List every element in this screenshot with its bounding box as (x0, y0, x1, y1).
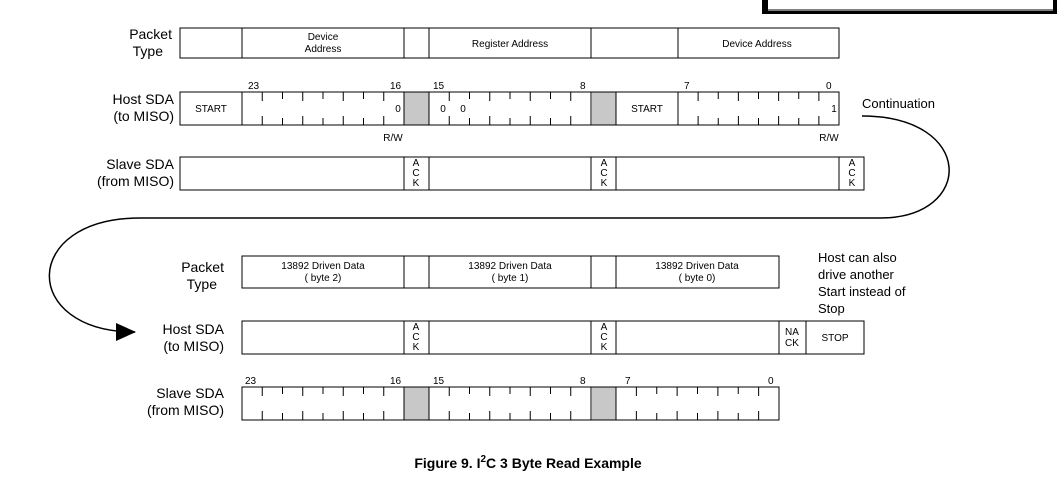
ack-letter: A (849, 158, 856, 169)
ack-letter: C (848, 168, 855, 179)
bottom-packet-type-label-2: Type (187, 276, 218, 292)
top-bit-marker-15: 15 (433, 81, 445, 92)
bottom-slave-shaded-cell (592, 387, 616, 420)
bottom-ack-2: A C K (600, 322, 607, 353)
top-ack-2: A C K (600, 158, 607, 189)
ack-letter: A (601, 322, 608, 333)
ack-letter: K (601, 342, 608, 353)
bottom-host-sda-label-2: (to MISO) (163, 338, 224, 354)
ack-letter: C (600, 168, 607, 179)
bottom-slave-shaded-cell (404, 387, 429, 420)
top-start-label-1: START (195, 104, 227, 115)
continuation-curve (48, 115, 950, 333)
top-host-sda-label-1: Host SDA (113, 91, 175, 107)
top-packet-row (179, 27, 840, 59)
top-register-bit-value: 0 (440, 104, 446, 115)
bottom-stop-label: STOP (821, 333, 848, 344)
ack-letter: K (413, 342, 420, 353)
top-section: Packet Type Host SDA (to MISO) Slave SDA… (97, 26, 935, 191)
bottom-field-byte1-2: ( byte 1) (492, 273, 529, 284)
bottom-field-byte1-1: 13892 Driven Data (468, 261, 552, 272)
top-field-device-address-1: Device (308, 32, 339, 43)
top-slave-row (179, 156, 865, 191)
nack-line-2: CK (785, 338, 799, 349)
top-host-sda-label-2: (to MISO) (113, 108, 174, 124)
ack-letter: K (413, 178, 420, 189)
bottom-note-line-2: drive another (818, 267, 895, 282)
continuation-label: Continuation (862, 96, 935, 111)
bottom-field-byte0-1: 13892 Driven Data (655, 261, 739, 272)
bottom-slave-sda-label-2: (from MISO) (147, 402, 224, 418)
top-host-shaded-cell (404, 92, 429, 125)
caption-prefix: Figure 9. I (414, 455, 480, 471)
bottom-note-line-1: Host can also (818, 250, 897, 265)
corner-bar-inner (768, 0, 1053, 9)
bottom-ack-1: A C K (412, 322, 419, 353)
top-bit-marker-0: 0 (826, 81, 832, 92)
top-field-device-address-2: Address (305, 44, 342, 55)
bottom-nack: NA CK (785, 327, 799, 349)
bottom-section: Packet Type Host SDA (to MISO) Slave SDA… (147, 250, 906, 421)
nack-line-1: NA (785, 327, 799, 338)
bottom-bit-marker-16: 16 (390, 376, 402, 387)
top-bit-marker-7: 7 (684, 81, 690, 92)
bottom-bit-marker-0: 0 (768, 376, 774, 387)
figure-caption: Figure 9. I2C 3 Byte Read Example (414, 454, 642, 471)
ack-letter: A (413, 158, 420, 169)
bottom-bit-marker-15: 15 (433, 376, 445, 387)
bottom-slave-sda-label-1: Slave SDA (156, 385, 224, 401)
top-rw-bit-value: 0 (395, 104, 401, 115)
top-bit-marker-8: 8 (580, 81, 586, 92)
top-rw-label-2: R/W (819, 133, 839, 144)
top-bit-marker-23: 23 (248, 81, 260, 92)
bottom-bit-marker-7: 7 (625, 376, 631, 387)
bottom-bit-marker-23: 23 (245, 376, 257, 387)
top-ack-3: A C K (848, 158, 855, 189)
ack-letter: C (412, 332, 419, 343)
bottom-field-byte2-1: 13892 Driven Data (281, 261, 365, 272)
top-slave-sda-label-2: (from MISO) (97, 173, 174, 189)
ack-letter: C (600, 332, 607, 343)
ack-letter: A (601, 158, 608, 169)
top-ack-1: A C K (412, 158, 419, 189)
ack-letter: A (413, 322, 420, 333)
top-packet-type-label-1: Packet (129, 26, 172, 42)
top-start-label-2: START (631, 104, 663, 115)
caption-suffix: C 3 Byte Read Example (486, 455, 642, 471)
top-packet-type-label-2: Type (133, 43, 164, 59)
continuation-arrowhead (116, 323, 136, 341)
top-register-bit-value: 0 (460, 104, 466, 115)
top-bit-ticks (261, 92, 820, 125)
ack-letter: K (849, 178, 856, 189)
caption-superscript: 2 (480, 454, 486, 465)
bottom-packet-row (241, 255, 780, 289)
ack-letter: C (412, 168, 419, 179)
bottom-field-byte0-2: ( byte 0) (679, 273, 716, 284)
bottom-bit-ticks (261, 387, 760, 420)
bottom-host-sda-label-1: Host SDA (163, 321, 225, 337)
bottom-host-row (241, 320, 865, 355)
bottom-note-line-4: Stop (818, 301, 845, 316)
bottom-packet-type-label-1: Packet (181, 259, 224, 275)
top-rw-bit-value-last: 1 (831, 104, 837, 115)
top-slave-sda-label-1: Slave SDA (106, 156, 174, 172)
top-bit-marker-16: 16 (390, 81, 402, 92)
ack-letter: K (601, 178, 608, 189)
top-host-shaded-cell (592, 92, 616, 125)
top-field-register-address: Register Address (472, 39, 548, 50)
bottom-bit-marker-8: 8 (580, 376, 586, 387)
top-field-device-address-second: Device Address (722, 39, 791, 50)
bottom-field-byte2-2: ( byte 2) (305, 273, 342, 284)
top-rw-label-1: R/W (383, 133, 403, 144)
bottom-note-line-3: Start instead of (818, 284, 906, 299)
